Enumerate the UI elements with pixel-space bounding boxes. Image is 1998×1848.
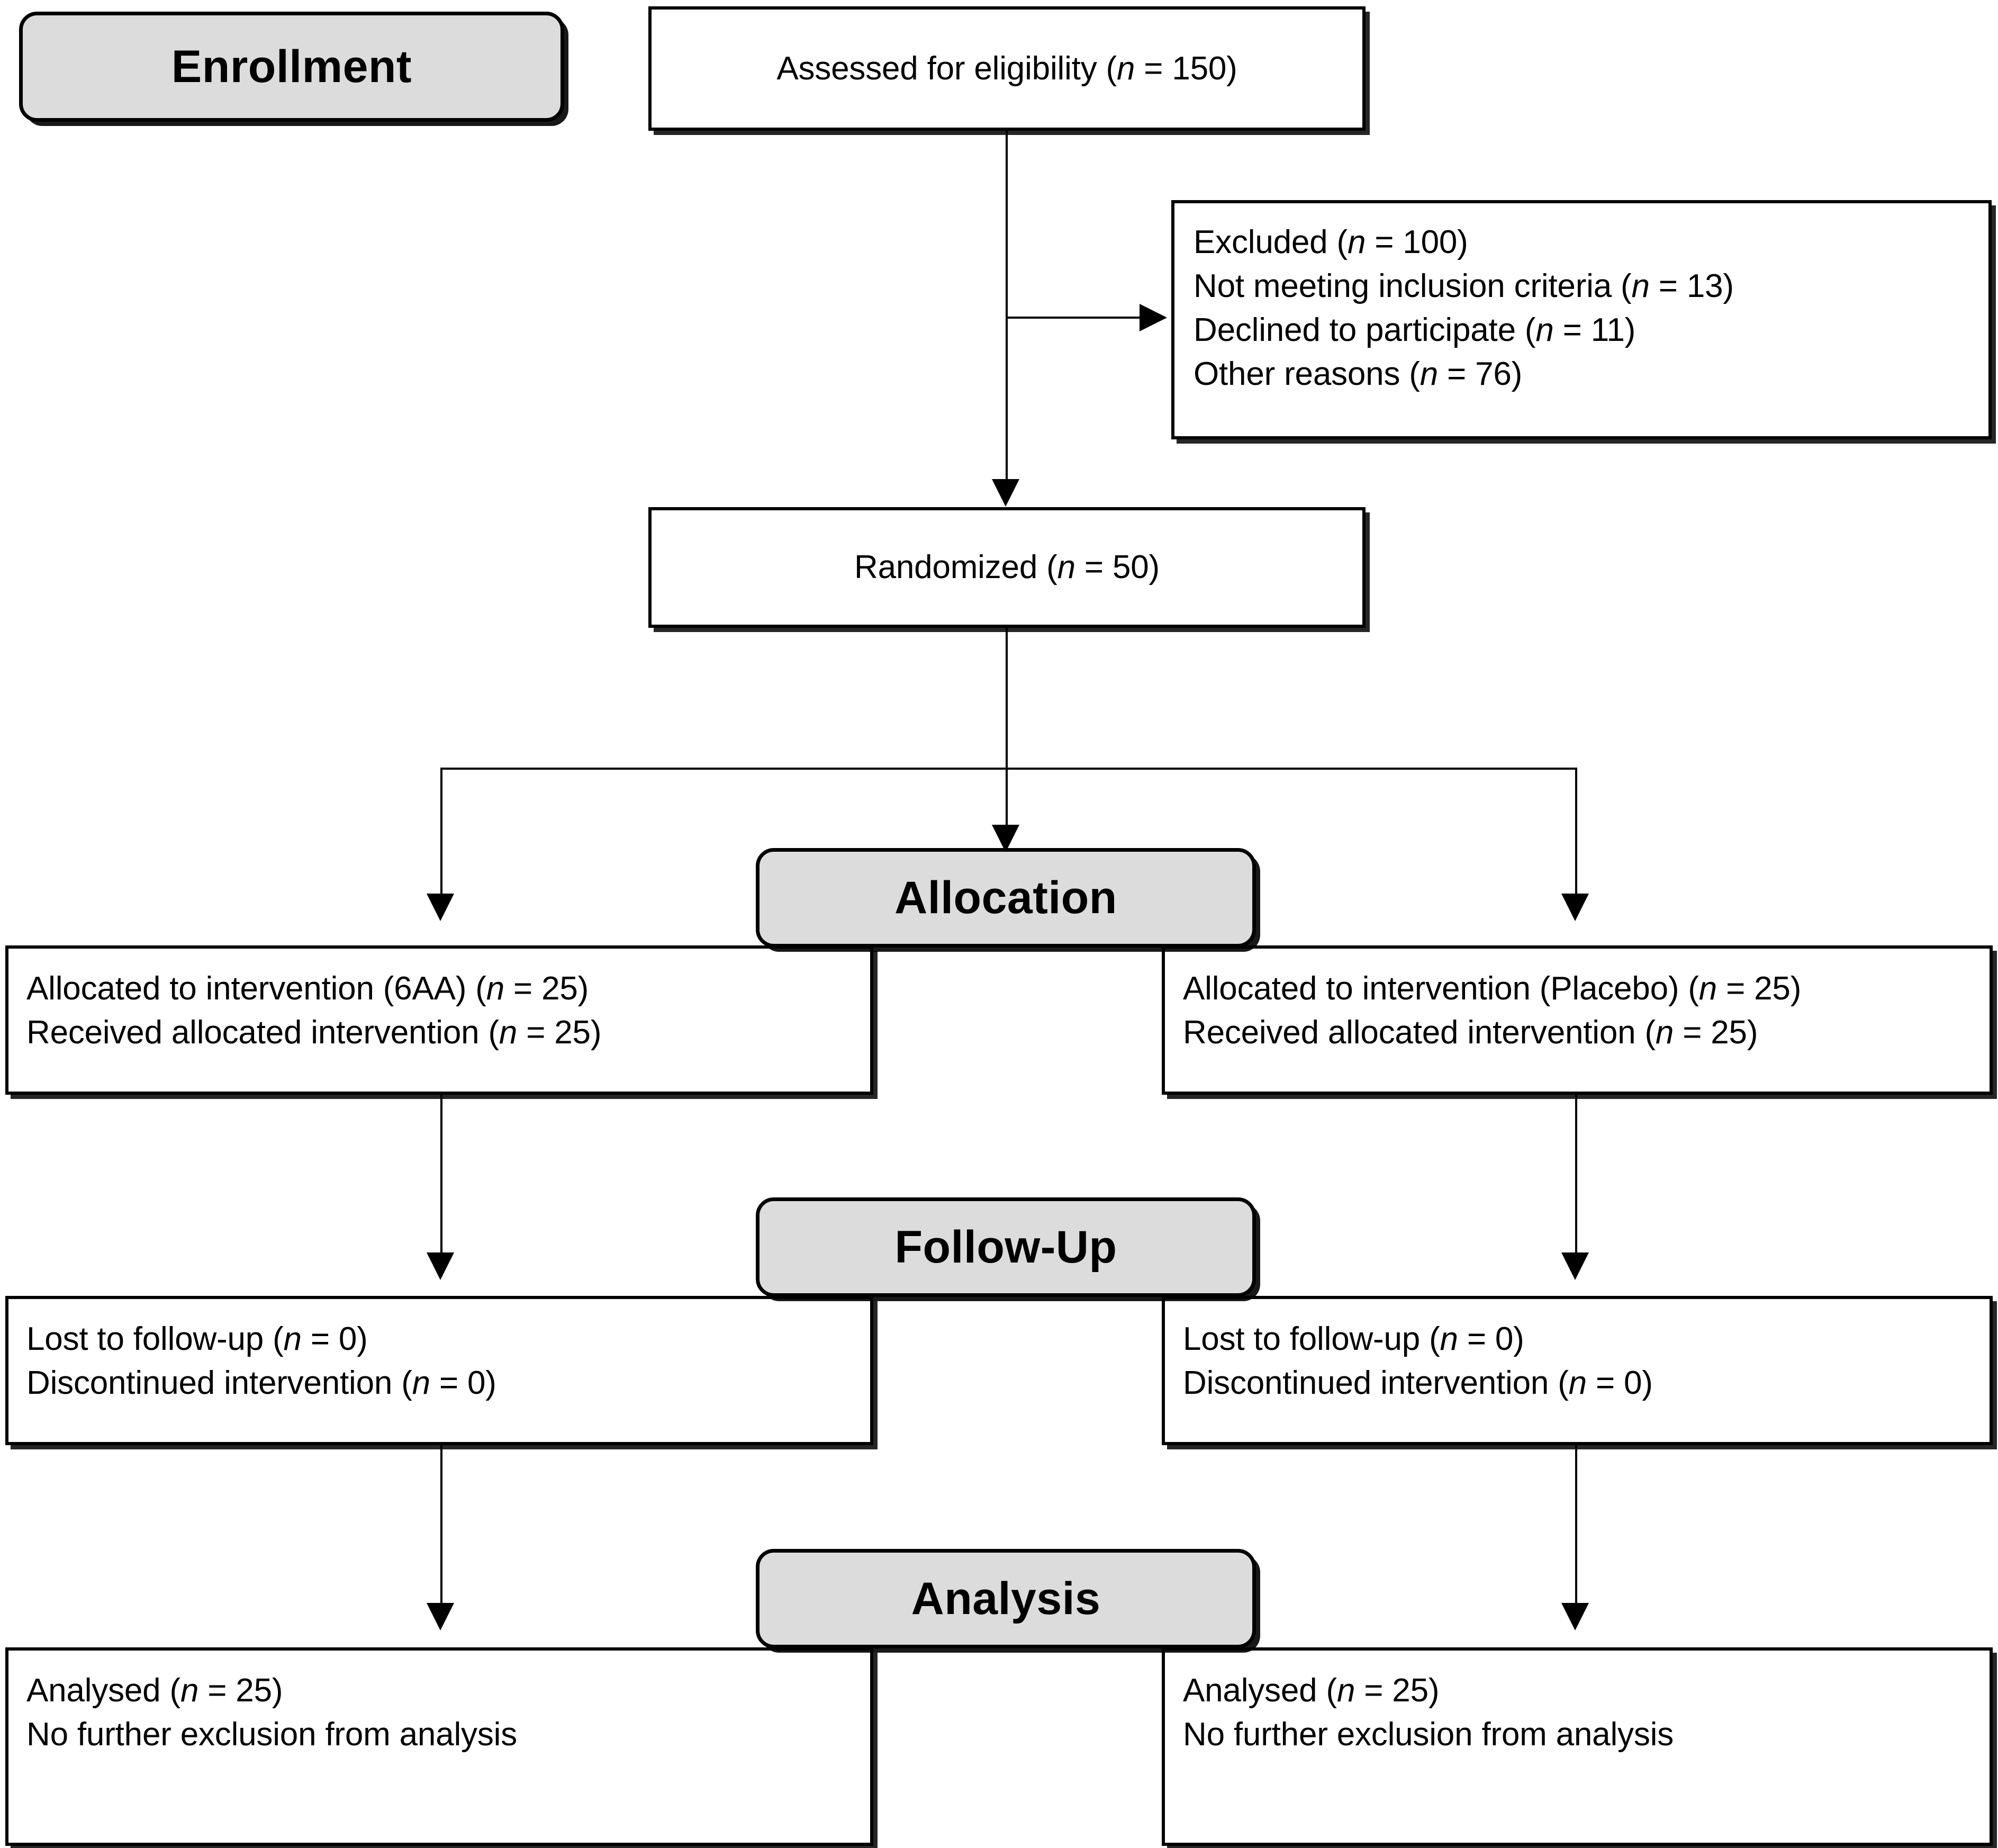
- connector-follow-left-to-analysis-left: [440, 1445, 442, 1609]
- connector-alloc-left-to-follow-left: [440, 1095, 442, 1259]
- node-allocated-placebo: Allocated to intervention (Placebo) (n =…: [1162, 945, 1993, 1095]
- connector-assessed-to-excluded: [1006, 317, 1141, 319]
- follow-right-lines: Lost to follow-up (n = 0) Discontinued i…: [1165, 1317, 1990, 1405]
- excluded-line-3: Declined to participate (n = 11): [1194, 312, 1636, 349]
- node-allocated-6aa: Allocated to intervention (6AA) (n = 25)…: [5, 945, 873, 1095]
- analysis-right-line-2: No further exclusion from analysis: [1183, 1716, 1674, 1753]
- excluded-line-1: Excluded (n = 100): [1194, 224, 1468, 260]
- analysis-right-lines: Analysed (n = 25) No further exclusion f…: [1165, 1669, 1990, 1756]
- arrow-split-left: [427, 894, 454, 921]
- banner-allocation-label: Allocation: [894, 872, 1117, 923]
- alloc-right-lines: Allocated to intervention (Placebo) (n =…: [1165, 967, 1990, 1054]
- connector-assessed-to-randomized: [1006, 131, 1008, 480]
- connector-randomized-to-allocation: [1006, 628, 1008, 857]
- randomized-line-1: Randomized (n = 50): [854, 549, 1160, 585]
- banner-enrollment: Enrollment: [19, 12, 564, 122]
- analysis-left-line-1: Analysed (n = 25): [26, 1672, 283, 1709]
- alloc-left-line-2: Received allocated intervention (n = 25): [26, 1014, 602, 1051]
- randomized-lines: Randomized (n = 50): [652, 545, 1362, 589]
- connector-follow-right-to-analysis-right: [1575, 1445, 1577, 1609]
- banner-enrollment-label: Enrollment: [171, 41, 412, 92]
- follow-right-line-2: Discontinued intervention (n = 0): [1183, 1365, 1653, 1402]
- banner-analysis: Analysis: [756, 1549, 1256, 1648]
- node-analysis-placebo: Analysed (n = 25) No further exclusion f…: [1162, 1647, 1993, 1846]
- split-right-drop: [1575, 768, 1577, 900]
- arrow-alloc-left-to-follow-left: [427, 1252, 454, 1280]
- split-left-drop: [440, 768, 442, 900]
- analysis-left-lines: Analysed (n = 25) No further exclusion f…: [8, 1669, 870, 1756]
- excluded-line-4: Other reasons (n = 76): [1194, 356, 1523, 393]
- node-randomized: Randomized (n = 50): [648, 507, 1366, 628]
- node-assessed-for-eligibility: Assessed for eligibility (n = 150): [648, 6, 1366, 131]
- alloc-left-line-1: Allocated to intervention (6AA) (n = 25): [26, 970, 589, 1007]
- analysis-right-line-1: Analysed (n = 25): [1183, 1672, 1440, 1709]
- excluded-line-2: Not meeting inclusion criteria (n = 13): [1194, 268, 1734, 305]
- assessed-line-1: Assessed for eligibility (n = 150): [776, 50, 1237, 87]
- banner-allocation: Allocation: [756, 848, 1256, 948]
- arrow-follow-right-to-analysis-right: [1561, 1603, 1589, 1630]
- alloc-right-line-1: Allocated to intervention (Placebo) (n =…: [1183, 970, 1802, 1007]
- follow-left-line-1: Lost to follow-up (n = 0): [26, 1321, 368, 1357]
- node-excluded: Excluded (n = 100) Not meeting inclusion…: [1171, 200, 1992, 439]
- arrow-randomized-to-allocation: [992, 825, 1019, 852]
- node-followup-placebo: Lost to follow-up (n = 0) Discontinued i…: [1162, 1296, 1993, 1445]
- node-analysis-6aa: Analysed (n = 25) No further exclusion f…: [5, 1647, 873, 1846]
- arrow-split-right: [1561, 894, 1589, 921]
- arrow-assessed-to-randomized: [992, 479, 1019, 507]
- banner-analysis-label: Analysis: [911, 1573, 1101, 1624]
- excluded-lines: Excluded (n = 100) Not meeting inclusion…: [1174, 220, 1988, 396]
- arrow-assessed-to-excluded: [1140, 304, 1167, 331]
- assessed-lines: Assessed for eligibility (n = 150): [652, 47, 1362, 91]
- banner-followup-label: Follow-Up: [894, 1221, 1117, 1273]
- banner-followup: Follow-Up: [756, 1197, 1256, 1297]
- connector-alloc-right-to-follow-right: [1575, 1095, 1577, 1259]
- split-rail-allocation: [440, 768, 1577, 770]
- alloc-right-line-2: Received allocated intervention (n = 25): [1183, 1014, 1758, 1051]
- follow-right-line-1: Lost to follow-up (n = 0): [1183, 1321, 1524, 1357]
- arrow-follow-left-to-analysis-left: [427, 1603, 454, 1630]
- follow-left-lines: Lost to follow-up (n = 0) Discontinued i…: [8, 1317, 870, 1405]
- alloc-left-lines: Allocated to intervention (6AA) (n = 25)…: [8, 967, 870, 1054]
- arrow-alloc-right-to-follow-right: [1561, 1252, 1589, 1280]
- analysis-left-line-2: No further exclusion from analysis: [26, 1716, 518, 1753]
- follow-left-line-2: Discontinued intervention (n = 0): [26, 1365, 496, 1402]
- node-followup-6aa: Lost to follow-up (n = 0) Discontinued i…: [5, 1296, 873, 1445]
